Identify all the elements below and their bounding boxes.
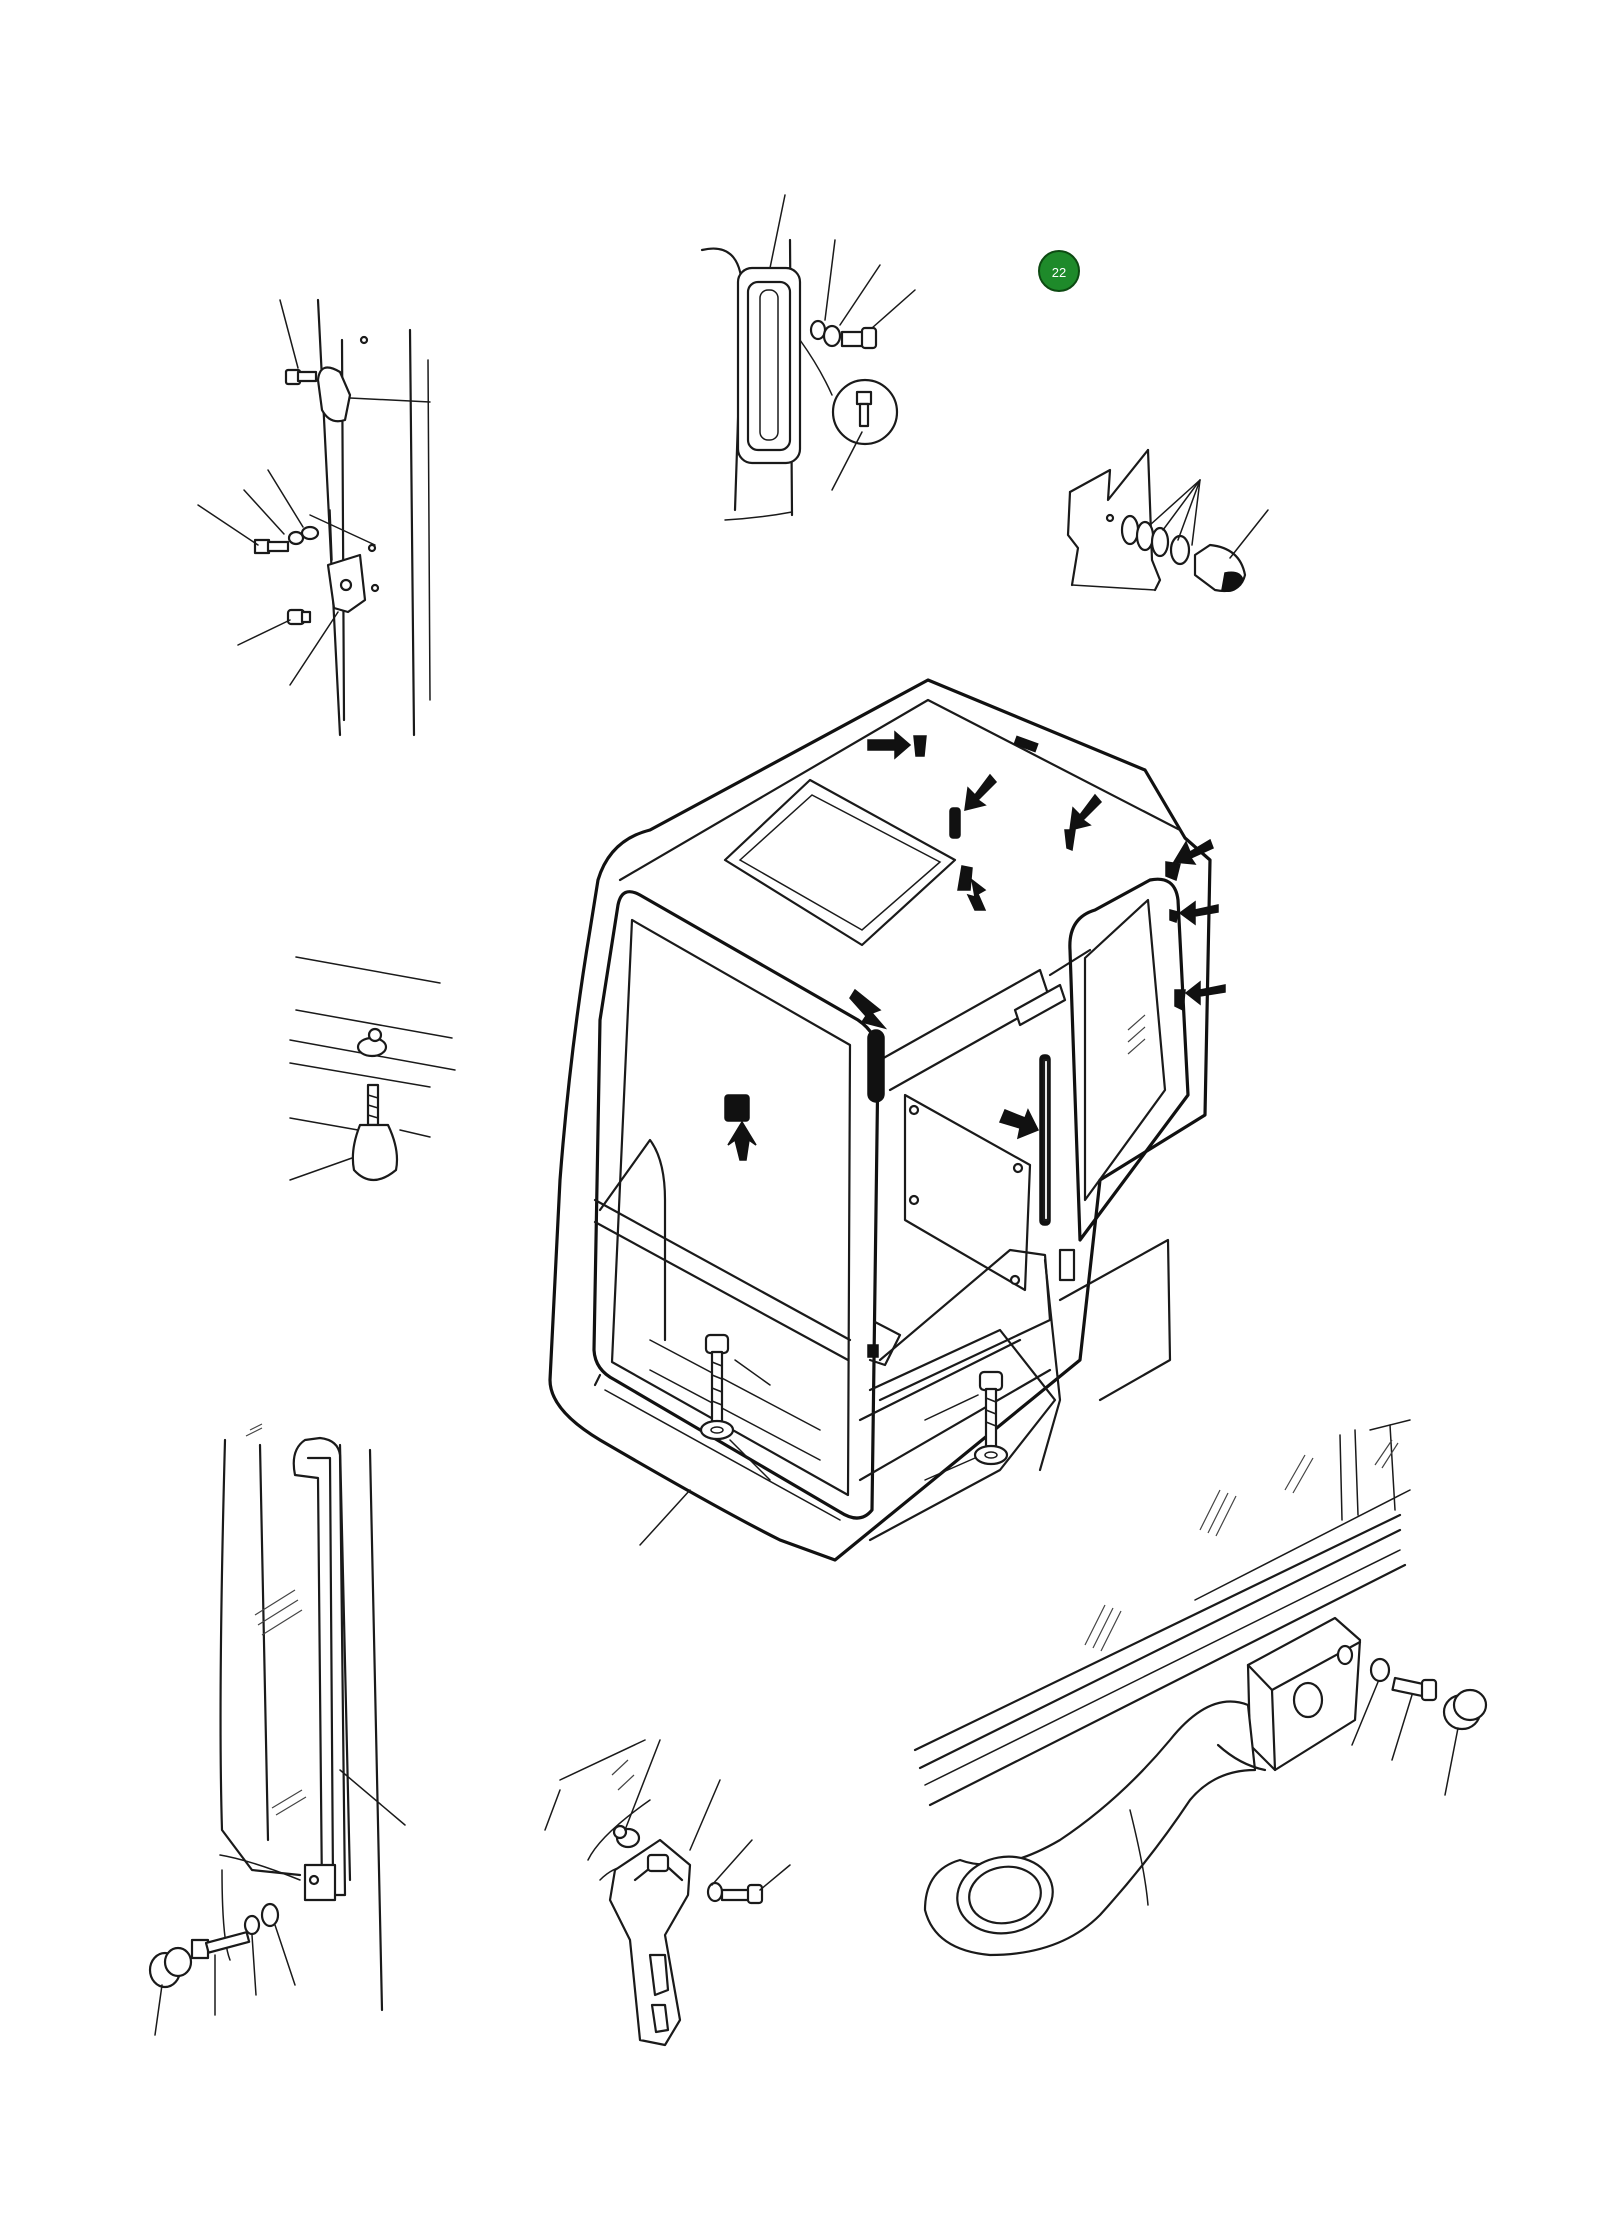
washer-icon [287, 525, 320, 546]
washer-icon [973, 1444, 1009, 1466]
black-arrow-icon [1184, 980, 1226, 1006]
black-arrow-icon [727, 1120, 757, 1161]
rail-handle [292, 1436, 347, 1897]
nut-icon [286, 608, 312, 626]
door-rail-handle-assembly [148, 1423, 406, 2036]
rubber-bumper-assembly [1066, 448, 1269, 593]
bolt-icon [253, 538, 290, 555]
black-arrow-icon [966, 878, 987, 911]
black-arrow-icon [1172, 838, 1214, 865]
bolt-cap-icon [148, 1946, 193, 1989]
operator-cab [548, 678, 1212, 1562]
rubber-cone [351, 1123, 399, 1182]
black-arrow-icon [998, 1108, 1040, 1140]
badge-22: 22 [1038, 250, 1080, 292]
door-hinge-lever-assembly [544, 1739, 791, 2047]
interior-panel [903, 1093, 1032, 1292]
roof-window [723, 778, 957, 947]
bolt-cap-icon [1442, 1688, 1488, 1731]
stud-icon [855, 390, 873, 428]
washer-icon [1120, 514, 1191, 566]
black-arrow-icon [1178, 900, 1219, 926]
bolt-icon [1391, 1676, 1438, 1702]
cone-stopper-assembly [289, 956, 456, 1182]
bolt-icon [720, 1883, 764, 1905]
black-arrow-icon [1069, 793, 1103, 831]
door-latch-hinge-assembly [197, 298, 431, 737]
black-arrow-icon [964, 773, 998, 811]
washer-icon [1369, 1657, 1391, 1683]
bolt-icon [840, 326, 878, 350]
nut-icon [356, 1027, 388, 1058]
black-arrow-icon [867, 730, 912, 760]
washer-icon [706, 1881, 724, 1903]
washer-icon [809, 319, 842, 348]
bolt-icon [190, 1931, 251, 1960]
black-arrow-icon [849, 988, 888, 1030]
hinge-lever [608, 1838, 692, 2047]
washer-icon [243, 1902, 280, 1936]
nut-icon [612, 1824, 641, 1849]
curved-grab-handle-assembly [913, 1419, 1488, 1957]
grab-handle-assembly [700, 194, 916, 521]
bolt-icon [284, 368, 318, 386]
washer-icon [699, 1419, 735, 1441]
latch-striker [316, 366, 352, 423]
